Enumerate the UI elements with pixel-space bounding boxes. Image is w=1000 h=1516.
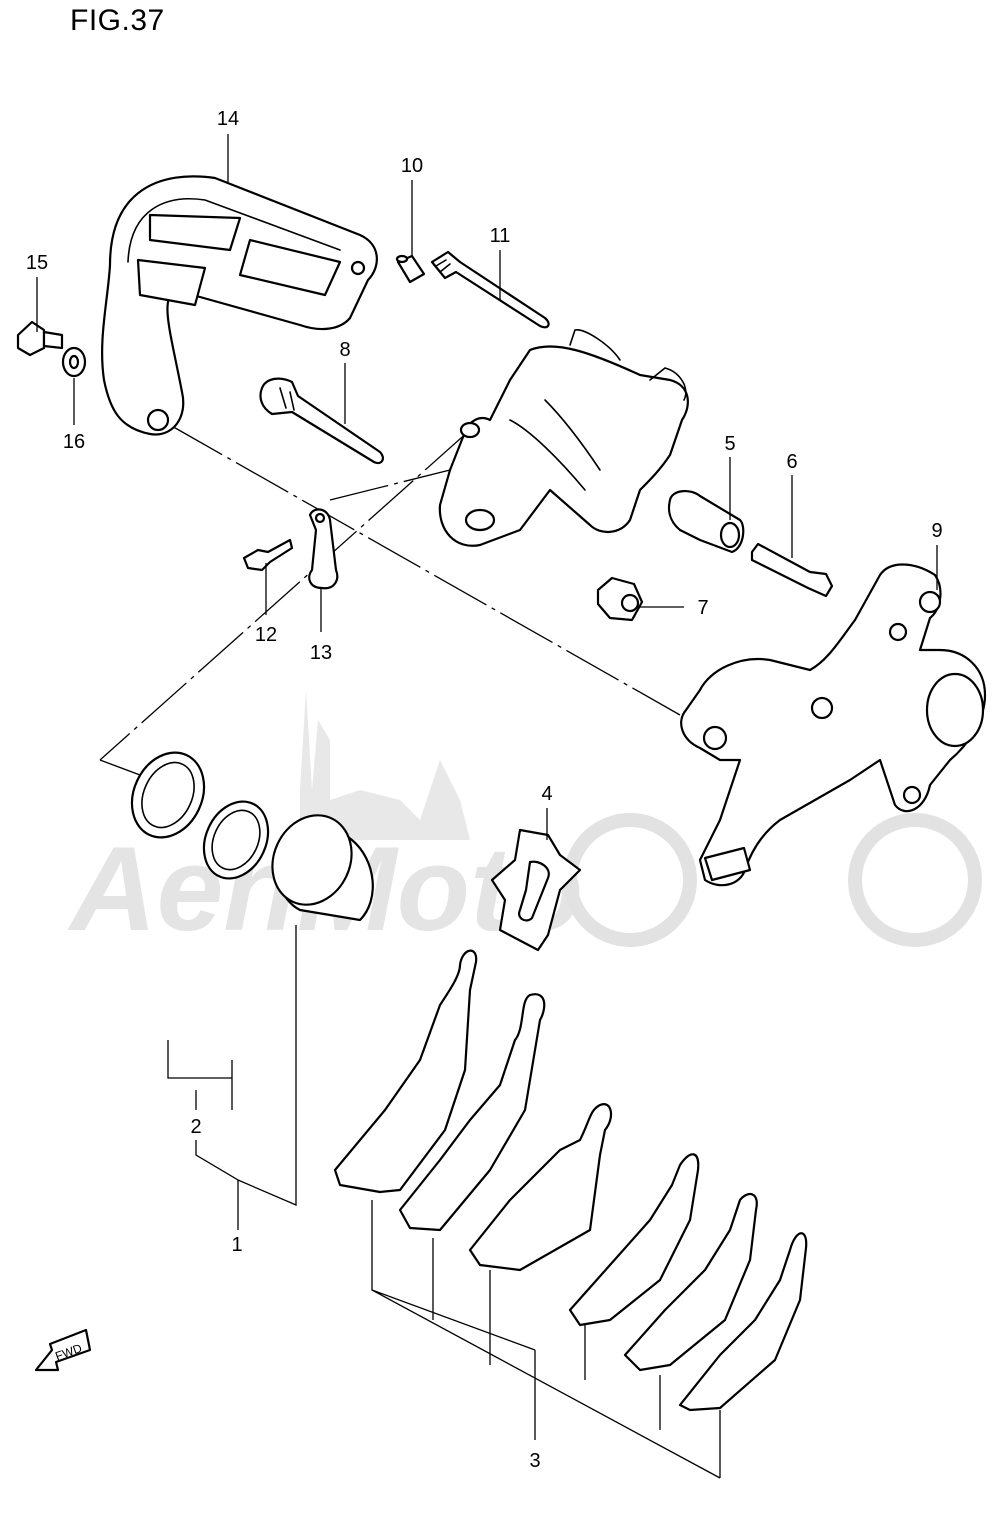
- callout-4: 4: [541, 783, 552, 805]
- part-3-brake-pads[interactable]: [333, 949, 808, 1412]
- callout-13: 13: [310, 642, 332, 664]
- part-6-pin[interactable]: [750, 542, 834, 598]
- part-7-nut[interactable]: [596, 576, 644, 622]
- callout-8: 8: [339, 339, 350, 361]
- callout-3: 3: [529, 1450, 540, 1472]
- assembly-centerlines: [99, 424, 681, 776]
- callout-labels: 1 2 3 4 5 6 7 8 9 10 11 12 13 14 15 16: [26, 108, 943, 1472]
- part-16-washer[interactable]: [61, 346, 87, 378]
- callout-11: 11: [490, 225, 511, 247]
- figure-title: FIG.37: [70, 4, 165, 37]
- callout-1: 1: [231, 1234, 242, 1256]
- callout-10: 10: [401, 155, 423, 177]
- part-9-caliper-bracket[interactable]: [680, 563, 987, 887]
- callout-15: 15: [26, 252, 48, 274]
- callout-7: 7: [697, 597, 708, 619]
- leader-lines: [36, 134, 938, 1479]
- part-13-bracket[interactable]: [308, 508, 339, 590]
- part-14-caliper-guard[interactable]: [101, 175, 378, 436]
- callout-16: 16: [63, 431, 85, 453]
- part-10-plug[interactable]: [395, 254, 426, 284]
- part-2-seals[interactable]: [119, 741, 281, 889]
- caliper-body[interactable]: [438, 329, 689, 547]
- callout-2: 2: [190, 1116, 201, 1138]
- part-8-slide-bolt[interactable]: [259, 377, 384, 465]
- part-5-cap[interactable]: [667, 490, 745, 554]
- part-4-pad-spring[interactable]: [490, 828, 582, 952]
- callout-14: 14: [217, 108, 239, 130]
- callout-5: 5: [724, 433, 735, 455]
- part-15-bolt[interactable]: [16, 320, 64, 357]
- callout-6: 6: [786, 451, 797, 473]
- part-1-piston[interactable]: [258, 802, 374, 922]
- callout-12: 12: [255, 624, 277, 646]
- fwd-direction-marker: FWD: [34, 1328, 92, 1372]
- part-12-bleeder-valve[interactable]: [242, 538, 294, 572]
- callout-9: 9: [931, 520, 942, 542]
- part-11-slide-pin[interactable]: [430, 250, 550, 329]
